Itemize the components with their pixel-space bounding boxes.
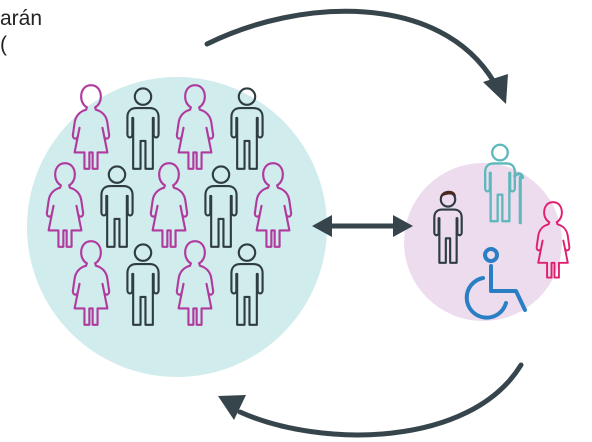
arrowhead-top xyxy=(483,74,508,104)
curved-arrow-bottom xyxy=(218,362,524,438)
wheelchair-icon xyxy=(464,247,527,320)
double-arrow-icon xyxy=(312,215,413,237)
diverse-group-icon xyxy=(433,143,571,320)
dark-haired-person-figure xyxy=(433,190,463,264)
caption-line-1: arán xyxy=(0,7,43,30)
arrowhead-bottom xyxy=(218,395,246,420)
cropped-caption: arán ( xyxy=(0,6,42,58)
elderly-person-figure xyxy=(484,143,525,225)
small-group-circle xyxy=(404,163,562,321)
caption-line-2: ( xyxy=(0,33,7,56)
large-group-circle xyxy=(27,77,327,377)
curved-arrow-top xyxy=(204,8,508,104)
